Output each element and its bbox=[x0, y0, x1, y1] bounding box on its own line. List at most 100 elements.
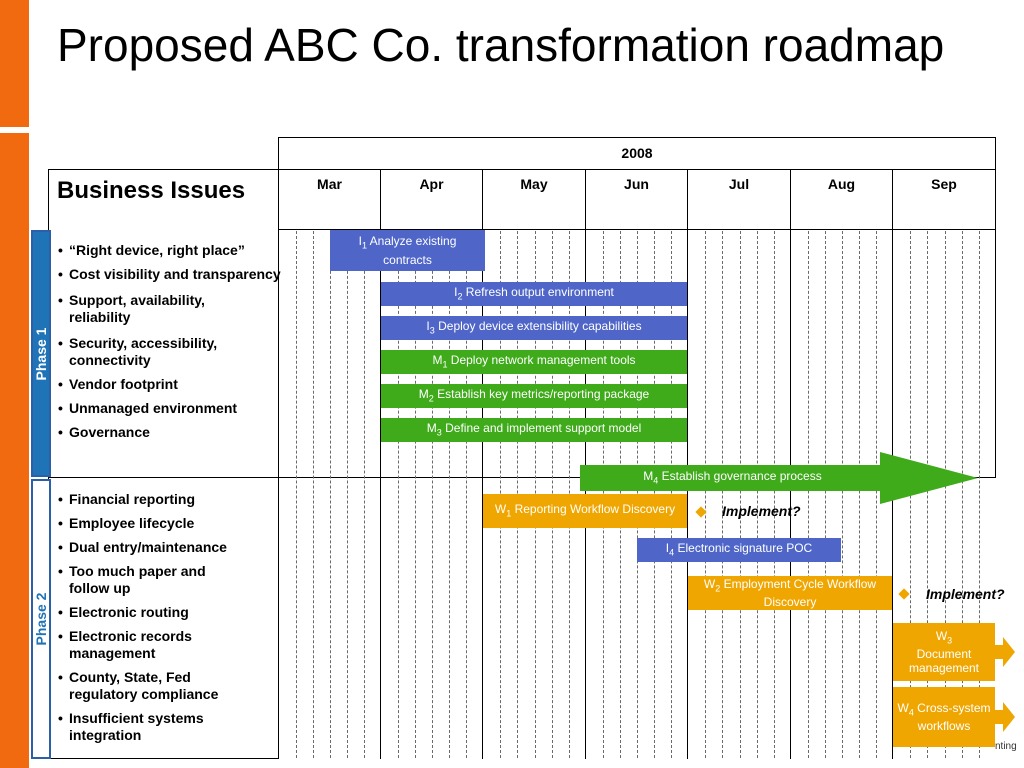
task-w4: W4 Cross-system workflows bbox=[893, 687, 995, 747]
task-i3: I3 Deploy device extensibility capabilit… bbox=[381, 316, 687, 340]
month-jul: Jul bbox=[728, 176, 750, 192]
grid-year-top bbox=[278, 137, 996, 138]
w3-continue-arrow-icon bbox=[995, 637, 1015, 667]
week-gridline bbox=[398, 231, 399, 758]
grid-issues-right bbox=[278, 137, 279, 759]
month-aug: Aug bbox=[827, 176, 856, 192]
phase-1-issues-list: “Right device, right place” Cost visibil… bbox=[58, 242, 284, 441]
task-w2: W2 Employment Cycle Workflow Discovery bbox=[688, 576, 892, 610]
task-label: Employment Cycle Workflow Discovery bbox=[723, 576, 877, 610]
footer-fragment: nting bbox=[995, 741, 1017, 752]
task-label: Electronic signature POC bbox=[677, 540, 813, 555]
issue-item: “Right device, right place” bbox=[58, 242, 284, 259]
issue-item: Cost visibility and transparency bbox=[58, 266, 284, 283]
task-w1: W1 Reporting Workflow Discovery bbox=[483, 494, 687, 528]
week-gridline bbox=[859, 231, 860, 758]
grid-bottom bbox=[48, 758, 278, 759]
task-label: Deploy network management tools bbox=[450, 352, 636, 367]
week-gridline bbox=[842, 231, 843, 758]
task-i4: I4 Electronic signature POC bbox=[637, 538, 841, 562]
week-gridline bbox=[774, 231, 775, 758]
issue-item: Governance bbox=[58, 424, 284, 441]
task-m3: M3 Define and implement support model bbox=[381, 418, 687, 442]
grid-phase-divider bbox=[48, 477, 996, 478]
issue-item: Electronic records management bbox=[58, 628, 229, 662]
accent-bar-bottom bbox=[0, 133, 29, 768]
week-gridline bbox=[740, 231, 741, 758]
issue-item: Dual entry/maintenance bbox=[58, 539, 284, 556]
grid-right bbox=[995, 137, 996, 230]
issue-item: County, State, Fed regulatory compliance bbox=[58, 669, 244, 703]
task-label: Define and implement support model bbox=[445, 420, 642, 435]
task-label: Analyze existing contracts bbox=[369, 234, 457, 267]
issue-item: Vendor footprint bbox=[58, 376, 284, 393]
month-may: May bbox=[520, 176, 548, 192]
week-gridline bbox=[432, 231, 433, 758]
week-gridline bbox=[808, 231, 809, 758]
month-separator bbox=[482, 169, 483, 759]
month-jun: Jun bbox=[624, 176, 649, 192]
task-label: Document management bbox=[908, 647, 980, 676]
year-label: 2008 bbox=[621, 145, 653, 161]
task-m1: M1 Deploy network management tools bbox=[381, 350, 687, 374]
task-i2: I2 Refresh output environment bbox=[381, 282, 687, 306]
issue-item: Electronic routing bbox=[58, 604, 284, 621]
grid-header-bottom bbox=[278, 229, 996, 230]
week-gridline bbox=[876, 231, 877, 758]
page-title: Proposed ABC Co. transformation roadmap bbox=[57, 19, 945, 71]
phase-2-label: Phase 2 bbox=[31, 479, 51, 759]
phase-2-issues-list: Financial reporting Employee lifecycle D… bbox=[58, 491, 284, 744]
task-label: Establish governance process bbox=[661, 468, 822, 483]
week-gridline bbox=[927, 231, 928, 758]
task-i1: I1 Analyze existing contracts bbox=[330, 230, 485, 271]
task-m4: M4 Establish governance process bbox=[643, 468, 822, 486]
month-separator bbox=[687, 169, 688, 759]
implement-label-2: Implement? bbox=[926, 586, 1005, 602]
phase-2-text: Phase 2 bbox=[33, 592, 49, 646]
week-gridline bbox=[757, 231, 758, 758]
week-gridline bbox=[705, 231, 706, 758]
week-gridline bbox=[296, 231, 297, 758]
task-label: Reporting Workflow Discovery bbox=[514, 501, 676, 516]
issue-item: Security, accessibility, connectivity bbox=[58, 335, 249, 369]
grid-month-top bbox=[48, 169, 996, 170]
week-gridline bbox=[945, 231, 946, 758]
month-separator bbox=[790, 169, 791, 759]
m4-arrow-shape bbox=[580, 452, 978, 504]
issue-item: Too much paper and follow up bbox=[58, 563, 239, 597]
week-gridline bbox=[330, 231, 331, 758]
week-gridline bbox=[466, 231, 467, 758]
phase-1-text: Phase 1 bbox=[33, 327, 49, 380]
issue-item: Financial reporting bbox=[58, 491, 284, 508]
task-m2: M2 Establish key metrics/reporting packa… bbox=[381, 384, 687, 408]
task-label: Establish key metrics/reporting package bbox=[437, 386, 650, 401]
task-label: Deploy device extensibility capabilities bbox=[438, 318, 642, 333]
issue-item: Unmanaged environment bbox=[58, 400, 284, 417]
accent-bar-top bbox=[0, 0, 29, 127]
implement-diamond-icon bbox=[898, 588, 910, 600]
grid-right-lower bbox=[995, 229, 996, 477]
week-gridline bbox=[962, 231, 963, 758]
month-separator bbox=[380, 169, 381, 759]
implement-label-1: Implement? bbox=[722, 503, 801, 519]
week-gridline bbox=[415, 231, 416, 758]
w4-continue-arrow-icon bbox=[995, 702, 1015, 732]
week-gridline bbox=[313, 231, 314, 758]
phase-1-label: Phase 1 bbox=[31, 230, 51, 477]
month-separator bbox=[585, 169, 586, 759]
issues-header: Business Issues bbox=[57, 177, 246, 204]
month-sep: Sep bbox=[931, 176, 957, 192]
week-gridline bbox=[979, 231, 980, 758]
task-label: Cross-system workflows bbox=[917, 700, 991, 734]
week-gridline bbox=[722, 231, 723, 758]
month-apr: Apr bbox=[419, 176, 444, 192]
week-gridline bbox=[449, 231, 450, 758]
week-gridline bbox=[347, 231, 348, 758]
task-label: Refresh output environment bbox=[465, 284, 614, 299]
month-mar: Mar bbox=[317, 176, 342, 192]
week-gridline bbox=[364, 231, 365, 758]
issue-item: Insufficient systems integration bbox=[58, 710, 229, 744]
issue-item: Support, availability, reliability bbox=[58, 292, 239, 326]
week-gridline bbox=[825, 231, 826, 758]
